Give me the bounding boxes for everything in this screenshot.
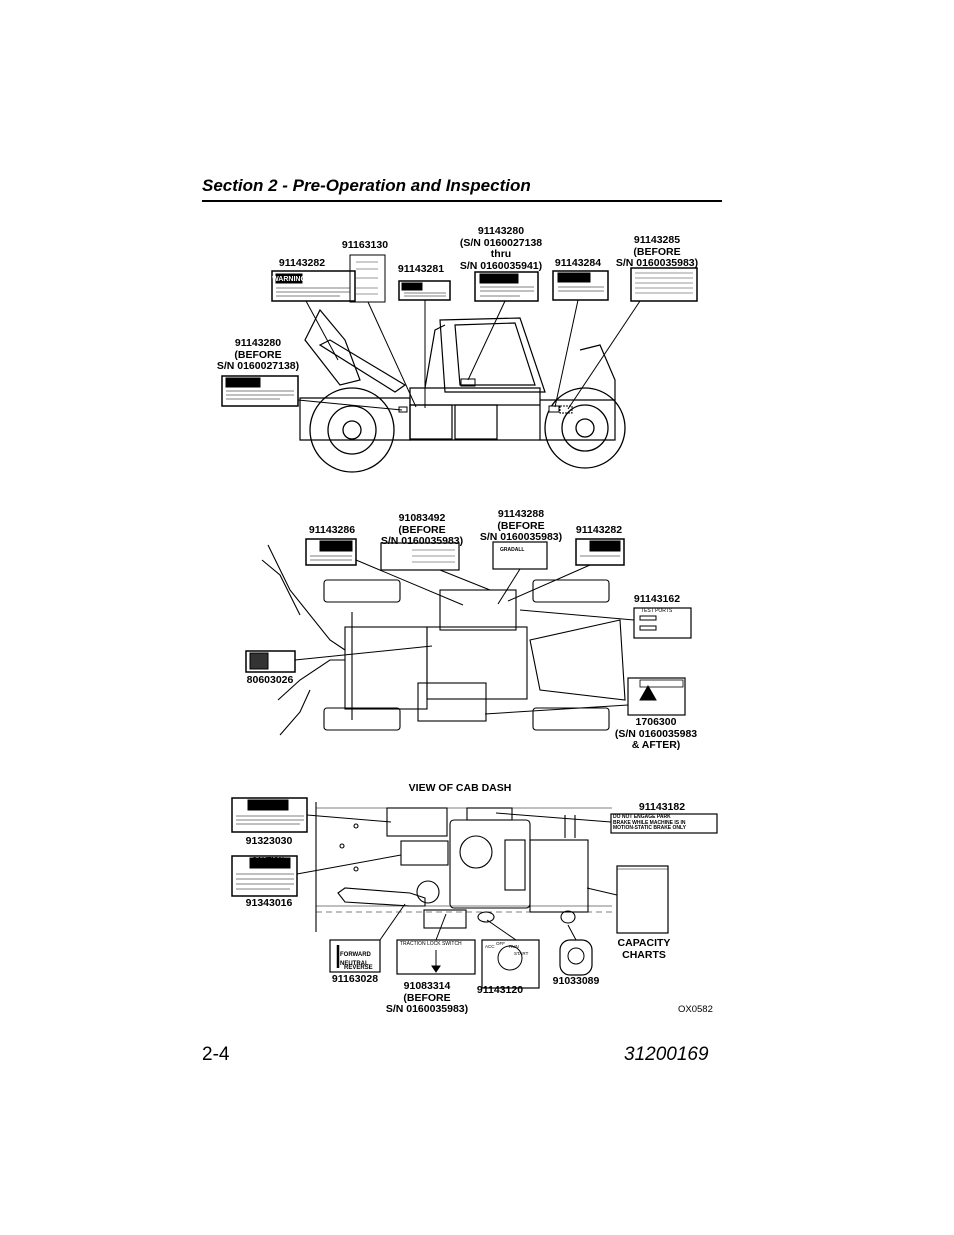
decal-91143282: WARNING	[271, 270, 356, 302]
side-leaders	[297, 299, 641, 411]
cab-view-title: VIEW OF CAB DASH	[408, 782, 512, 794]
label-91143282-top: 91143282	[575, 524, 623, 536]
section-title: Section 2 - Pre-Operation and Inspection	[202, 176, 531, 195]
label-91143280-thru: 91143280 (S/N 0160027138 thru S/N 016003…	[459, 225, 543, 272]
decal-91033089	[559, 939, 593, 976]
decal-acc-text: ACC	[485, 944, 495, 949]
label-91143288: 91143288 (BEFORE S/N 0160035983)	[479, 508, 563, 543]
label-91163130: 91163130	[341, 239, 389, 251]
decal-91163130	[349, 254, 386, 303]
decal-80603026	[245, 650, 296, 673]
decal-91323030	[231, 797, 308, 833]
cab-dash-drawing	[315, 802, 612, 932]
top-leaders	[294, 559, 635, 715]
decal-caution-text: CAUTION	[252, 857, 284, 864]
decal-91143282-top	[575, 538, 625, 566]
label-91143182: 91143182	[638, 801, 686, 813]
decal-forward-text: FORWARD	[340, 952, 371, 958]
decal-91143182	[610, 813, 718, 834]
decal-91143280-before	[221, 375, 299, 407]
drawing-id: OX0582	[678, 1004, 713, 1015]
capacity-chart-decal	[616, 865, 669, 934]
label-91083492: 91083492 (BEFORE S/N 0160035983)	[380, 512, 464, 547]
decal-start-text: START	[514, 951, 529, 956]
decal-91143281	[398, 280, 451, 301]
decal-traction-text: TRACTION LOCK SWITCH	[400, 941, 462, 947]
label-91343016: 91343016	[245, 897, 293, 909]
cab-leaders	[296, 812, 618, 941]
document-number: 31200169	[624, 1044, 709, 1065]
label-91143162: 91143162	[633, 593, 681, 605]
decal-off-text: OFF	[496, 941, 505, 946]
label-91143280-before: 91143280 (BEFORE S/N 0160027138)	[216, 337, 300, 372]
label-91163028: 91163028	[331, 973, 379, 985]
decal-test-ports-text: TEST PORTS	[641, 608, 673, 614]
label-91143285: 91143285 (BEFORE S/N 0160035983)	[615, 234, 699, 269]
header-rule	[202, 200, 722, 202]
decal-91143120	[481, 939, 540, 989]
label-91033089: 91033089	[552, 975, 600, 987]
decal-1706300	[627, 677, 686, 716]
decal-91143162	[633, 607, 692, 639]
label-1706300: 1706300 (S/N 0160035983 & AFTER)	[614, 716, 698, 751]
label-capacity-charts: CAPACITY CHARTS	[617, 937, 671, 961]
decal-91143280-thru	[474, 271, 539, 302]
label-91143282: 91143282	[278, 257, 326, 269]
label-91143286: 91143286	[308, 524, 356, 536]
label-91143284: 91143284	[554, 257, 602, 269]
label-91143120: 91143120	[476, 984, 524, 996]
decal-run-text: RUN	[509, 944, 519, 949]
label-91083314: 91083314 (BEFORE S/N 0160035983)	[385, 980, 469, 1015]
page-number: 2-4	[202, 1044, 230, 1065]
decal-91143286	[305, 538, 357, 566]
rear-wheel	[544, 387, 626, 469]
label-80603026: 80603026	[246, 674, 294, 686]
decal-gradall-text: GRADALL	[500, 547, 525, 553]
label-91323030: 91323030	[245, 835, 293, 847]
decal-91143284	[552, 270, 609, 301]
decal-park-brake-text: DO NOT ENGAGE PARK BRAKE WHILE MACHINE I…	[613, 814, 686, 831]
decal-neutral-text: NEUTRAL	[340, 961, 369, 967]
decal-warning-text: WARNING	[272, 276, 306, 283]
decal-91083492	[380, 542, 460, 571]
side-view-machine	[299, 308, 616, 441]
top-view-machine	[261, 544, 626, 736]
label-91143281: 91143281	[397, 263, 445, 275]
decal-91143285	[630, 267, 698, 302]
decal-91343016	[231, 855, 298, 897]
front-wheel	[309, 387, 395, 473]
decal-reverse-text: REVERSE	[344, 965, 373, 971]
decal-91163028	[329, 939, 381, 973]
